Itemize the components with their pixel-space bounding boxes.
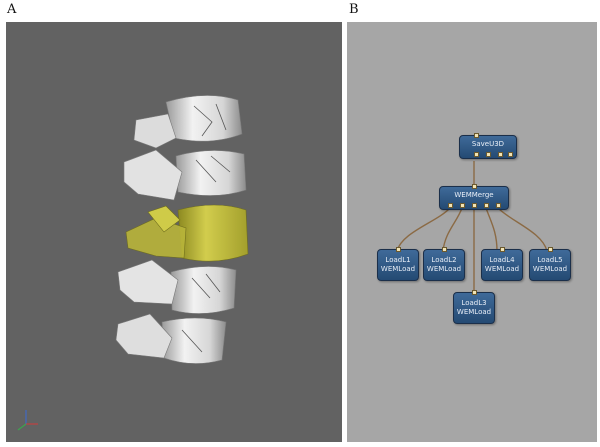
module-name: LoadL5: [537, 256, 563, 264]
loadl4-module[interactable]: LoadL4 WEMLoad: [481, 247, 523, 281]
saveu3d-module[interactable]: SaveU3D: [459, 133, 517, 159]
vertebra-l5: [115, 313, 227, 364]
panel-a-label: A: [7, 2, 17, 17]
loadl2-module[interactable]: LoadL2 WEMLoad: [423, 247, 465, 281]
connection-l5-to-merge: [497, 207, 548, 252]
output-port[interactable]: [442, 247, 447, 252]
3d-viewer[interactable]: [6, 22, 342, 442]
module-type: WEMLoad: [456, 308, 492, 316]
module-name: LoadL1: [385, 256, 411, 264]
output-port[interactable]: [486, 152, 491, 157]
vertebra-l2: [123, 149, 247, 201]
module-type: WEMLoad: [380, 265, 416, 273]
input-port[interactable]: [474, 133, 479, 138]
wemmerge-module[interactable]: WEMMerge: [439, 184, 509, 210]
panel-b-label: B: [349, 2, 359, 17]
input-port[interactable]: [460, 203, 465, 208]
module-type: WEMLoad: [426, 265, 462, 273]
module-name: LoadL3: [461, 299, 487, 307]
output-port[interactable]: [498, 152, 503, 157]
output-port[interactable]: [396, 247, 401, 252]
loadl1-module[interactable]: LoadL1 WEMLoad: [377, 247, 419, 281]
output-port[interactable]: [548, 247, 553, 252]
output-port[interactable]: [474, 152, 479, 157]
module-name: SaveU3D: [471, 140, 505, 148]
vertebra-l1: [133, 95, 243, 149]
spine-render: [17, 95, 249, 431]
input-port[interactable]: [484, 203, 489, 208]
axis-gizmo-icon: [17, 410, 38, 431]
network-connections: [396, 161, 548, 294]
vertebra-l4: [117, 259, 237, 314]
vertebra-l3-highlighted: [125, 204, 249, 262]
loadl3-module[interactable]: LoadL3 WEMLoad: [453, 290, 495, 324]
module-name: LoadL2: [431, 256, 457, 264]
module-name: LoadL4: [489, 256, 515, 264]
output-port[interactable]: [508, 152, 513, 157]
output-port[interactable]: [472, 290, 477, 295]
module-network-canvas[interactable]: SaveU3D WEMMerge LoadL1 WEMLoad LoadL2 W…: [347, 22, 597, 442]
loadl5-module[interactable]: LoadL5 WEMLoad: [529, 247, 571, 281]
output-port[interactable]: [472, 184, 477, 189]
connection-l4-to-merge: [485, 207, 498, 252]
output-port[interactable]: [500, 247, 505, 252]
input-port[interactable]: [496, 203, 501, 208]
input-port[interactable]: [472, 203, 477, 208]
module-name: WEMMerge: [454, 191, 494, 199]
module-type: WEMLoad: [484, 265, 520, 273]
connection-l1-to-merge: [396, 207, 451, 252]
connection-l2-to-merge: [442, 207, 463, 252]
input-port[interactable]: [448, 203, 453, 208]
module-type: WEMLoad: [532, 265, 568, 273]
